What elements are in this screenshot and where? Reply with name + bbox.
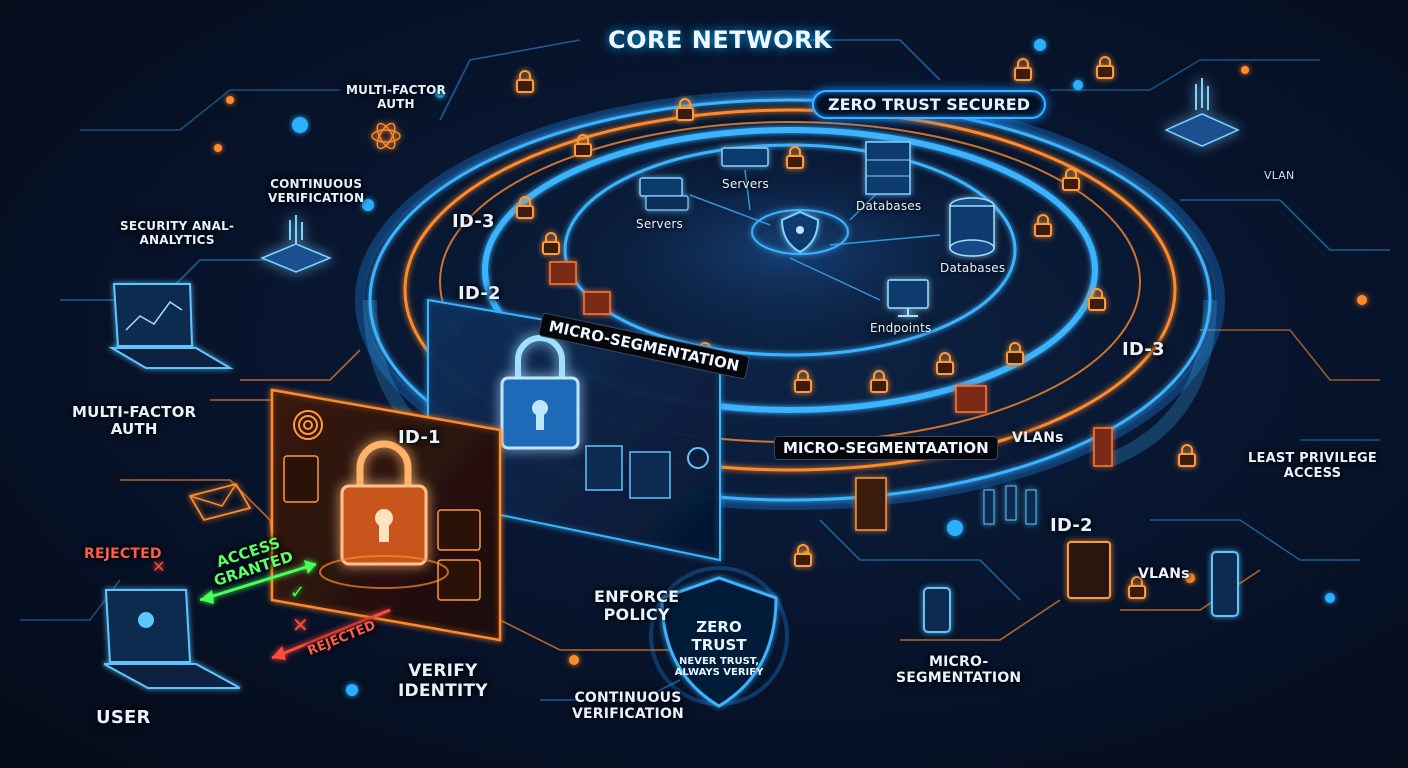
right-id2-label: ID-2 [1050, 515, 1093, 536]
badge-title: ZERO TRUST [691, 618, 747, 654]
mail-icon [188, 482, 252, 522]
micro-segmentation-tag-2: MICRO-SEGMENTAATION [774, 436, 998, 460]
svg-text:✓: ✓ [290, 582, 305, 603]
analytics-laptop-icon [108, 283, 234, 369]
server-rack-icons [855, 477, 1037, 531]
endpoint-monitor-icon [887, 279, 929, 317]
databases-right-label: Databases [940, 261, 1006, 275]
circuit-traces [20, 39, 1390, 701]
enforce-policy-label: ENFORCE POLICY [594, 587, 680, 625]
orange-padlock-icon [340, 440, 428, 566]
ring-id3-right-label: ID-3 [1122, 339, 1165, 360]
zero-trust-secured-pill: ZERO TRUST SECURED [812, 90, 1046, 119]
endpoints-label: Endpoints [870, 321, 932, 335]
zero-trust-shield-icon [649, 566, 789, 708]
mfa-top-label: MULTI-FACTOR AUTH [346, 83, 446, 111]
svg-text:✕: ✕ [152, 557, 165, 576]
mobile-device-icons [923, 541, 1239, 633]
core-shield-icon [751, 209, 849, 255]
vlan-top-right-label: VLAN [1264, 169, 1295, 182]
ring-vlans-label: VLANs [1012, 430, 1064, 446]
databases-top-label: Databases [856, 199, 922, 213]
least-privilege-access-label: LEAST PRIVILEGE ACCESS [1248, 451, 1377, 481]
user-label: USER [96, 707, 151, 728]
rejected-arrow: ✕ ✕ [152, 557, 391, 660]
chip-top-right-icon [1164, 78, 1240, 147]
bottom-continuous-verification-label: CONTINUOUS VERIFICATION [572, 690, 684, 723]
atom-icon [371, 122, 401, 150]
user-laptop-icon [103, 589, 241, 689]
identity-panel [270, 388, 502, 642]
core-network-title: CORE NETWORK [608, 26, 833, 54]
servers-left-label: Servers [636, 217, 684, 231]
mfa-mid-label: MULTI-FACTOR AUTH [72, 403, 197, 439]
access-granted-arrow: ✓ [199, 560, 317, 604]
rejected-left-label: REJECTED [84, 546, 162, 562]
analytics-chip-icon [260, 215, 332, 273]
svg-text:✕: ✕ [292, 613, 309, 637]
fingerprint-icon [293, 410, 323, 440]
right-vlans-label: VLANs [1138, 566, 1190, 582]
ring-id1-label: ID-1 [398, 427, 441, 448]
firewall-icons [549, 261, 1113, 467]
zero-trust-badge: ZERO TRUST NEVER TRUST, ALWAYS VERIFY [672, 592, 766, 704]
server-icon [639, 147, 769, 211]
servers-top-label: Servers [722, 177, 770, 191]
badge-subtitle: NEVER TRUST, ALWAYS VERIFY [674, 656, 764, 678]
ring-id3-left-label: ID-3 [452, 211, 495, 232]
security-analytics-label: SECURITY ANAL- ANALYTICS [120, 219, 235, 247]
ring-id2-left-label: ID-2 [458, 283, 501, 304]
bottom-micro-segmentation-label: MICRO- SEGMENTATION [896, 654, 1022, 687]
database-icon [865, 141, 995, 257]
verify-identity-label: VERIFY IDENTITY [398, 661, 488, 701]
blue-padlock-icon [500, 335, 580, 450]
continuous-verification-label: CONTINUOUS VERIFICATION [268, 177, 365, 205]
